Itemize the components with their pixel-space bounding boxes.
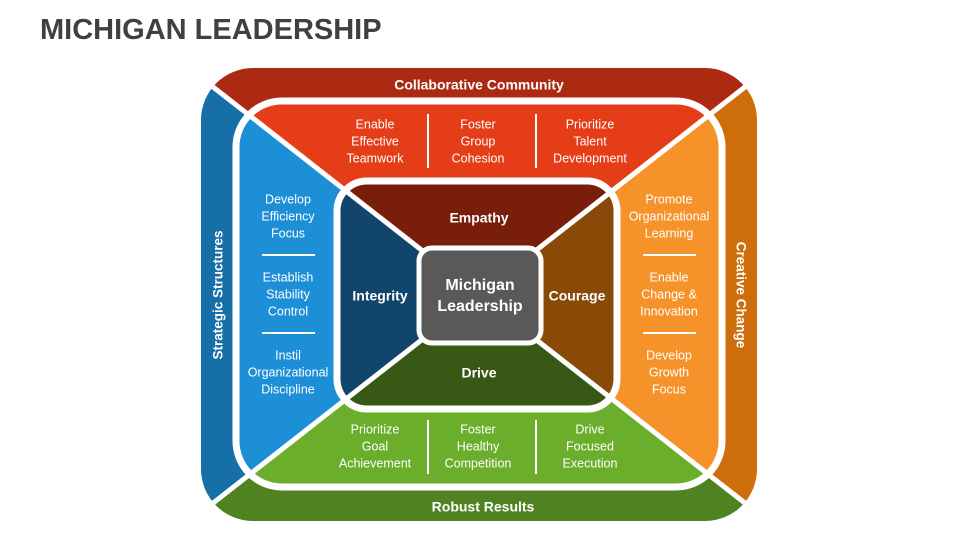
middle-left-item-line: Control <box>267 304 309 319</box>
inner-label-bottom: Drive <box>461 365 496 382</box>
middle-left-item-line: Organizational <box>247 365 329 380</box>
outer-label-right: Creative Change <box>733 241 749 349</box>
center-label-line: Leadership <box>437 298 523 315</box>
middle-left-item-line: Focus <box>270 226 306 241</box>
middle-top-item-line: Prioritize <box>565 117 615 132</box>
middle-bottom-item-line: Focused <box>566 439 614 454</box>
inner-label-top: Empathy <box>449 210 508 227</box>
middle-bottom-item-line: Healthy <box>456 439 500 454</box>
middle-border <box>232 97 726 491</box>
middle-right-item-line: Change & <box>641 287 697 302</box>
middle-top-item-line: Development <box>553 151 627 166</box>
inner-label-left-line: Integrity <box>352 287 408 304</box>
center-label-line: Michigan <box>445 277 515 294</box>
middle-bottom-item-line: Prioritize <box>350 422 400 437</box>
diagram-layers <box>201 68 757 521</box>
middle-bottom-item-line: Foster <box>460 422 496 437</box>
inner-label-right: Courage <box>549 288 606 305</box>
middle-right-segment <box>479 101 722 487</box>
middle-right-item-line: Develop <box>646 348 692 363</box>
middle-right-item-line: Growth <box>648 365 690 380</box>
middle-bottom-item-line: Achievement <box>338 456 412 471</box>
inner-border <box>333 177 621 413</box>
outer-label-top: Collaborative Community <box>394 77 564 94</box>
middle-bottom-item-line: Drive <box>575 422 605 437</box>
middle-left-item-line: Instil <box>275 348 301 363</box>
middle-left-item-line: Develop <box>265 192 311 207</box>
page-title: MICHIGAN LEADERSHIP <box>40 14 382 46</box>
middle-top-item-line: Cohesion <box>451 151 505 166</box>
outer-label-left: Strategic Structures <box>210 230 226 360</box>
middle-left-item-line: Discipline <box>261 382 315 397</box>
middle-bottom-item-line: Competition <box>444 456 512 471</box>
outer-label-bottom-line: Robust Results <box>431 498 535 515</box>
inner-label-bottom-line: Drive <box>461 364 497 381</box>
middle-left-segment <box>236 101 479 487</box>
inner-label-left: Integrity <box>352 288 407 305</box>
inner-label-right-line: Courage <box>548 287 606 304</box>
middle-right-item-line: Innovation <box>640 304 698 319</box>
middle-left-item-line: Establish <box>262 270 314 285</box>
middle-top-item-line: Teamwork <box>346 151 404 166</box>
middle-top-item-line: Group <box>460 134 496 149</box>
middle-bottom-item-line: Goal <box>361 439 389 454</box>
outer-label-bottom: Robust Results <box>432 499 535 516</box>
inner-label-top-line: Empathy <box>449 209 509 226</box>
middle-left-item-line: Efficiency <box>261 209 315 224</box>
outer-label-top-line: Collaborative Community <box>394 76 564 93</box>
middle-bottom-item-line: Execution <box>562 456 618 471</box>
middle-top-item-line: Foster <box>460 117 496 132</box>
middle-right-item-line: Learning <box>644 226 694 241</box>
middle-right-item-line: Promote <box>645 192 693 207</box>
middle-top-item-line: Effective <box>351 134 399 149</box>
middle-right-item-line: Focus <box>651 382 687 397</box>
middle-right-item-line: Enable <box>649 270 689 285</box>
middle-top-item-line: Enable <box>355 117 395 132</box>
middle-right-item-line: Organizational <box>628 209 710 224</box>
middle-top-item-line: Talent <box>573 134 607 149</box>
center-box <box>416 245 544 346</box>
middle-left-item-line: Stability <box>266 287 310 302</box>
